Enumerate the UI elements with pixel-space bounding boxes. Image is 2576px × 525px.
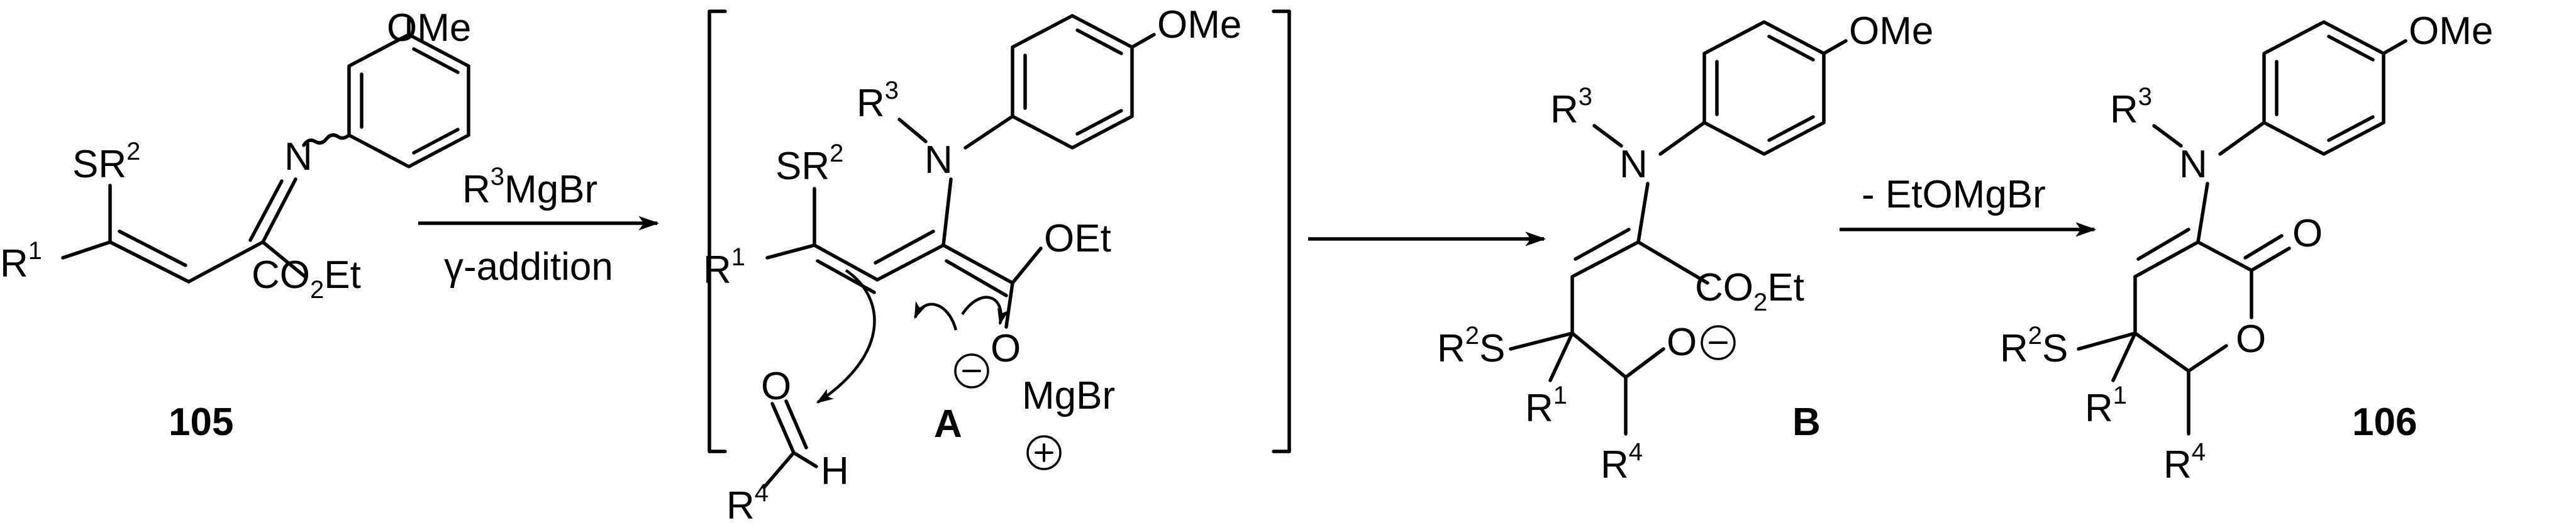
n-label-106: N bbox=[2179, 143, 2207, 186]
r4-label-B: R4 bbox=[1601, 438, 1643, 487]
r1-label-105: R1 bbox=[0, 237, 42, 285]
o-minus-label-B: O bbox=[1667, 321, 1697, 364]
curly-arrow-oxygen bbox=[961, 296, 1009, 326]
minus-charge-A bbox=[954, 353, 989, 389]
r4-label-106: R4 bbox=[2163, 438, 2206, 487]
minus-charge-B bbox=[1701, 325, 1736, 360]
r2s-label-B: R2S bbox=[1437, 322, 1505, 370]
compound-id-A: A bbox=[934, 402, 962, 446]
compound-105: OMe N SR2 R1 CO2Et 105 bbox=[0, 6, 471, 444]
arrow-step3: - EtOMgBr bbox=[1840, 173, 2097, 237]
curly-arrow-enolate bbox=[913, 301, 958, 331]
curly-arrow-attack bbox=[816, 269, 876, 404]
ome-label-A: OMe bbox=[1157, 3, 1241, 47]
ome-label-105: OMe bbox=[387, 6, 471, 50]
r1-label-106: R1 bbox=[2085, 382, 2127, 430]
ome-label-106: OMe bbox=[2409, 9, 2493, 53]
compound-id-B: B bbox=[1792, 401, 1821, 444]
carbonyl-o-label-106: O bbox=[2292, 212, 2323, 255]
ome-label-B: OMe bbox=[1849, 9, 1933, 53]
n-label-A: N bbox=[924, 138, 953, 182]
r2s-label-106: R2S bbox=[2000, 322, 2068, 370]
oet-label-A: OEt bbox=[1044, 217, 1111, 260]
r1-label-A: R1 bbox=[703, 243, 745, 292]
r4-label-A: R4 bbox=[726, 479, 769, 525]
co2et-label-B: CO2Et bbox=[1695, 266, 1804, 316]
co2et-label-105: CO2Et bbox=[252, 253, 361, 304]
compound-106: OMe N R3 O O R2S R1 R4 106 bbox=[2000, 9, 2493, 487]
compound-id-105: 105 bbox=[169, 401, 233, 444]
intermediate-A: OMe N R3 SR2 R1 OEt O MgBr O bbox=[703, 3, 1241, 525]
condition-step1: γ-addition bbox=[444, 245, 613, 289]
n-label-B: N bbox=[1619, 143, 1648, 186]
bracket-right bbox=[1272, 9, 1291, 453]
sr2-label-105: SR2 bbox=[72, 138, 140, 186]
bracket-left bbox=[708, 9, 727, 453]
n-label-105: N bbox=[284, 135, 313, 179]
o-minus-label-A: O bbox=[991, 327, 1021, 370]
r3-label-B: R3 bbox=[1550, 83, 1592, 131]
wavy-bond-105 bbox=[302, 133, 351, 147]
anisyl-ring-106 bbox=[2262, 20, 2407, 156]
r3-label-106: R3 bbox=[2110, 83, 2152, 131]
r1-label-B: R1 bbox=[1525, 382, 1567, 430]
intermediate-B: OMe N R3 R2S R1 CO2Et O R4 B bbox=[1437, 9, 1933, 487]
arrow-step1: R3MgBr γ-addition bbox=[418, 163, 660, 289]
r3-label-A: R3 bbox=[857, 77, 899, 125]
mgbr-label-A: MgBr bbox=[1022, 374, 1115, 417]
sr2-label-A: SR2 bbox=[775, 140, 843, 188]
anisyl-ring-A bbox=[1011, 14, 1156, 150]
ring-o-label-106: O bbox=[2236, 318, 2266, 361]
aldehyde-h-label: H bbox=[821, 450, 849, 493]
reagent-step3: - EtOMgBr bbox=[1862, 173, 2046, 216]
reagent-step1: R3MgBr bbox=[462, 163, 597, 211]
compound-id-106: 106 bbox=[2352, 401, 2417, 444]
plus-charge-A bbox=[1026, 435, 1062, 470]
anisyl-ring-B bbox=[1702, 20, 1848, 156]
